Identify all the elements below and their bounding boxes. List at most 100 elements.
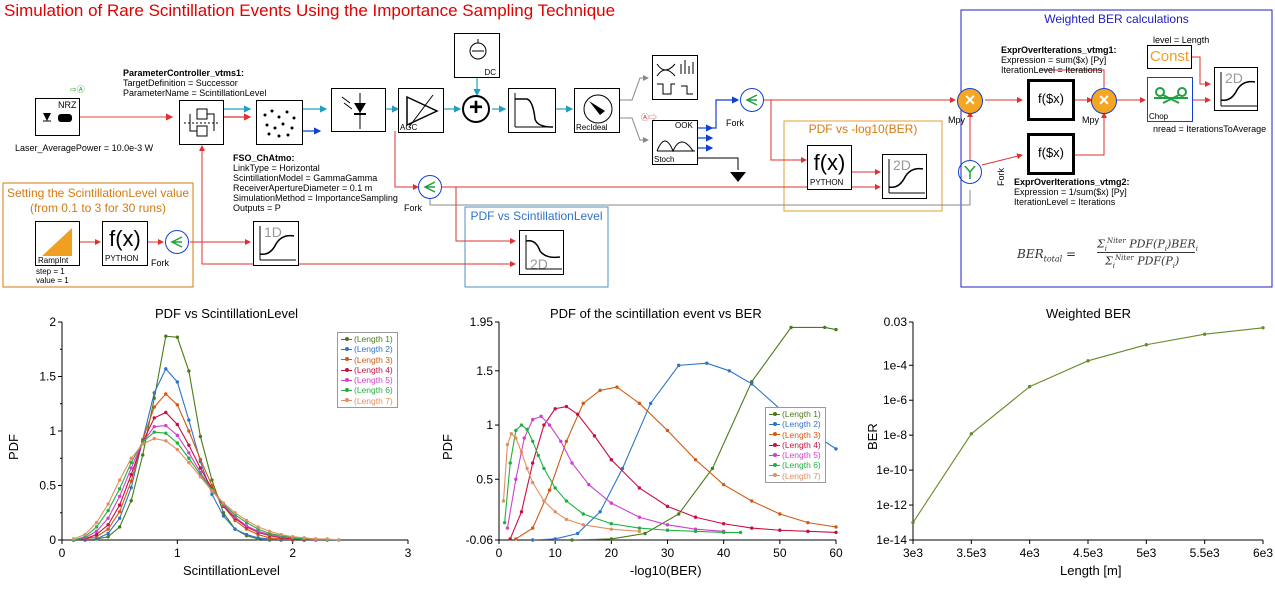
plot-1d-block[interactable]: 1D xyxy=(253,221,299,266)
fork-icon[interactable] xyxy=(958,160,982,184)
multiplier-icon[interactable]: × xyxy=(957,88,983,114)
data-point xyxy=(129,499,133,503)
formula-sum: Σ xyxy=(1105,254,1113,268)
fso-name: FSO_ChAtmo: xyxy=(233,153,295,163)
series-line-5 xyxy=(506,415,724,532)
agc-block[interactable]: AGC xyxy=(398,88,444,133)
fork-icon[interactable] xyxy=(418,175,442,199)
legend-item: (Length 5) xyxy=(341,375,393,385)
data-point xyxy=(279,532,283,537)
python-block-scint[interactable]: f(x) PYTHON xyxy=(102,221,148,266)
laser-nrz-block[interactable]: NRZ xyxy=(35,98,80,136)
frame-scint-setting-title-line: (from 0.1 to 3 for 30 runs) xyxy=(29,201,167,215)
data-point xyxy=(187,429,191,433)
data-point xyxy=(117,525,122,529)
data-point xyxy=(553,407,557,411)
legend-label: (Length 2) xyxy=(354,344,393,355)
python-block-ber[interactable]: f(x) PYTHON xyxy=(807,145,852,190)
data-point xyxy=(117,478,122,482)
multiplier-icon[interactable]: × xyxy=(1091,88,1117,114)
data-point xyxy=(198,434,203,439)
fsx-label: f($x) xyxy=(1038,145,1064,160)
ook-stoch-block[interactable]: OOK Stoch xyxy=(652,120,698,165)
data-point xyxy=(598,388,602,393)
gaussian-icon xyxy=(656,140,695,153)
data-point xyxy=(94,520,99,525)
fork-icon[interactable] xyxy=(165,230,189,254)
dc-source-block[interactable]: DC xyxy=(454,33,500,78)
data-point xyxy=(778,512,782,516)
y-tick-label: 0.5 xyxy=(39,479,56,493)
data-point xyxy=(727,369,731,373)
plot-1d-icon xyxy=(259,226,296,261)
expr-over-iterations-2-block[interactable]: f($x) xyxy=(1027,133,1075,175)
data-point xyxy=(570,538,574,542)
data-point xyxy=(519,423,524,427)
data-point xyxy=(152,391,156,395)
data-point xyxy=(117,516,122,520)
data-point xyxy=(531,538,535,542)
plot-2d-block-scint[interactable]: 2D xyxy=(519,230,564,275)
scope-block[interactable] xyxy=(652,55,698,100)
formula-den-body: PDF(P xyxy=(1133,254,1173,268)
fso-channel-block[interactable] xyxy=(256,100,303,145)
data-point xyxy=(587,482,591,487)
expr-over-iterations-1-block[interactable]: f($x) xyxy=(1027,79,1075,121)
data-point xyxy=(244,532,249,537)
data-point xyxy=(531,526,535,530)
data-point xyxy=(106,523,110,527)
legend-item: (Length 2) xyxy=(769,419,821,429)
fork-label: Fork xyxy=(404,203,422,213)
fork-icon[interactable] xyxy=(740,88,764,112)
data-point xyxy=(609,537,614,541)
data-point xyxy=(117,509,122,514)
legend-swatch xyxy=(341,346,352,351)
ook-port-icon: Ⓐ⇨ xyxy=(641,113,657,122)
series-line-4 xyxy=(73,411,316,540)
data-point xyxy=(187,460,191,465)
adder-icon[interactable]: + xyxy=(462,95,490,123)
ramp-icon xyxy=(42,228,72,256)
const-block[interactable]: Const xyxy=(1147,45,1192,69)
plot-2d-block-weighted[interactable]: 2D xyxy=(1214,67,1258,111)
filter-block[interactable] xyxy=(508,88,556,133)
data-point xyxy=(164,423,168,428)
formula-lhs: BER xyxy=(1017,247,1044,261)
data-point xyxy=(129,466,133,470)
x-tick-label: 4e3 xyxy=(1020,546,1040,560)
photodiode-block[interactable] xyxy=(331,88,386,132)
plot-2d-block-ber[interactable]: 2D xyxy=(882,154,927,199)
data-point xyxy=(106,535,110,539)
fso-line: Outputs = P xyxy=(233,203,281,213)
x-tick-label: 10 xyxy=(548,546,562,560)
data-point xyxy=(665,528,670,532)
rampint-block[interactable]: RampInt xyxy=(35,221,80,266)
data-point xyxy=(637,529,642,534)
data-point xyxy=(1261,326,1265,330)
data-point xyxy=(94,529,99,533)
chop-block[interactable]: Chop xyxy=(1147,77,1193,122)
data-point xyxy=(1027,384,1032,389)
data-point xyxy=(531,417,535,422)
y-tick-label: 1e-14 xyxy=(876,533,907,547)
expr2-params: ExprOverIterations_vtmg2: Expression = 1… xyxy=(1014,177,1130,207)
chart1-legend: (Length 1)(Length 2)(Length 3)(Length 4)… xyxy=(337,332,398,409)
data-point xyxy=(705,361,709,365)
data-point xyxy=(789,325,793,330)
data-point xyxy=(164,439,168,443)
data-point xyxy=(187,418,191,422)
data-point xyxy=(542,499,546,503)
data-point xyxy=(244,524,249,528)
parameter-controller-block[interactable] xyxy=(179,100,224,145)
data-point xyxy=(129,472,133,477)
param-controller-params: ParameterController_vtms1: TargetDefinit… xyxy=(123,68,266,98)
expr2-line: IterationLevel = Iterations xyxy=(1014,197,1116,207)
data-point xyxy=(721,482,726,487)
block-diagram-wiring xyxy=(2,9,1273,288)
chart1-xlabel: ScintillationLevel xyxy=(183,563,280,578)
fx-label: f(x) xyxy=(813,150,846,175)
fsx-label: f($x) xyxy=(1038,91,1064,106)
data-point xyxy=(693,515,698,519)
legend-swatch xyxy=(341,398,352,403)
recideal-block[interactable]: RecIdeal xyxy=(574,88,620,133)
